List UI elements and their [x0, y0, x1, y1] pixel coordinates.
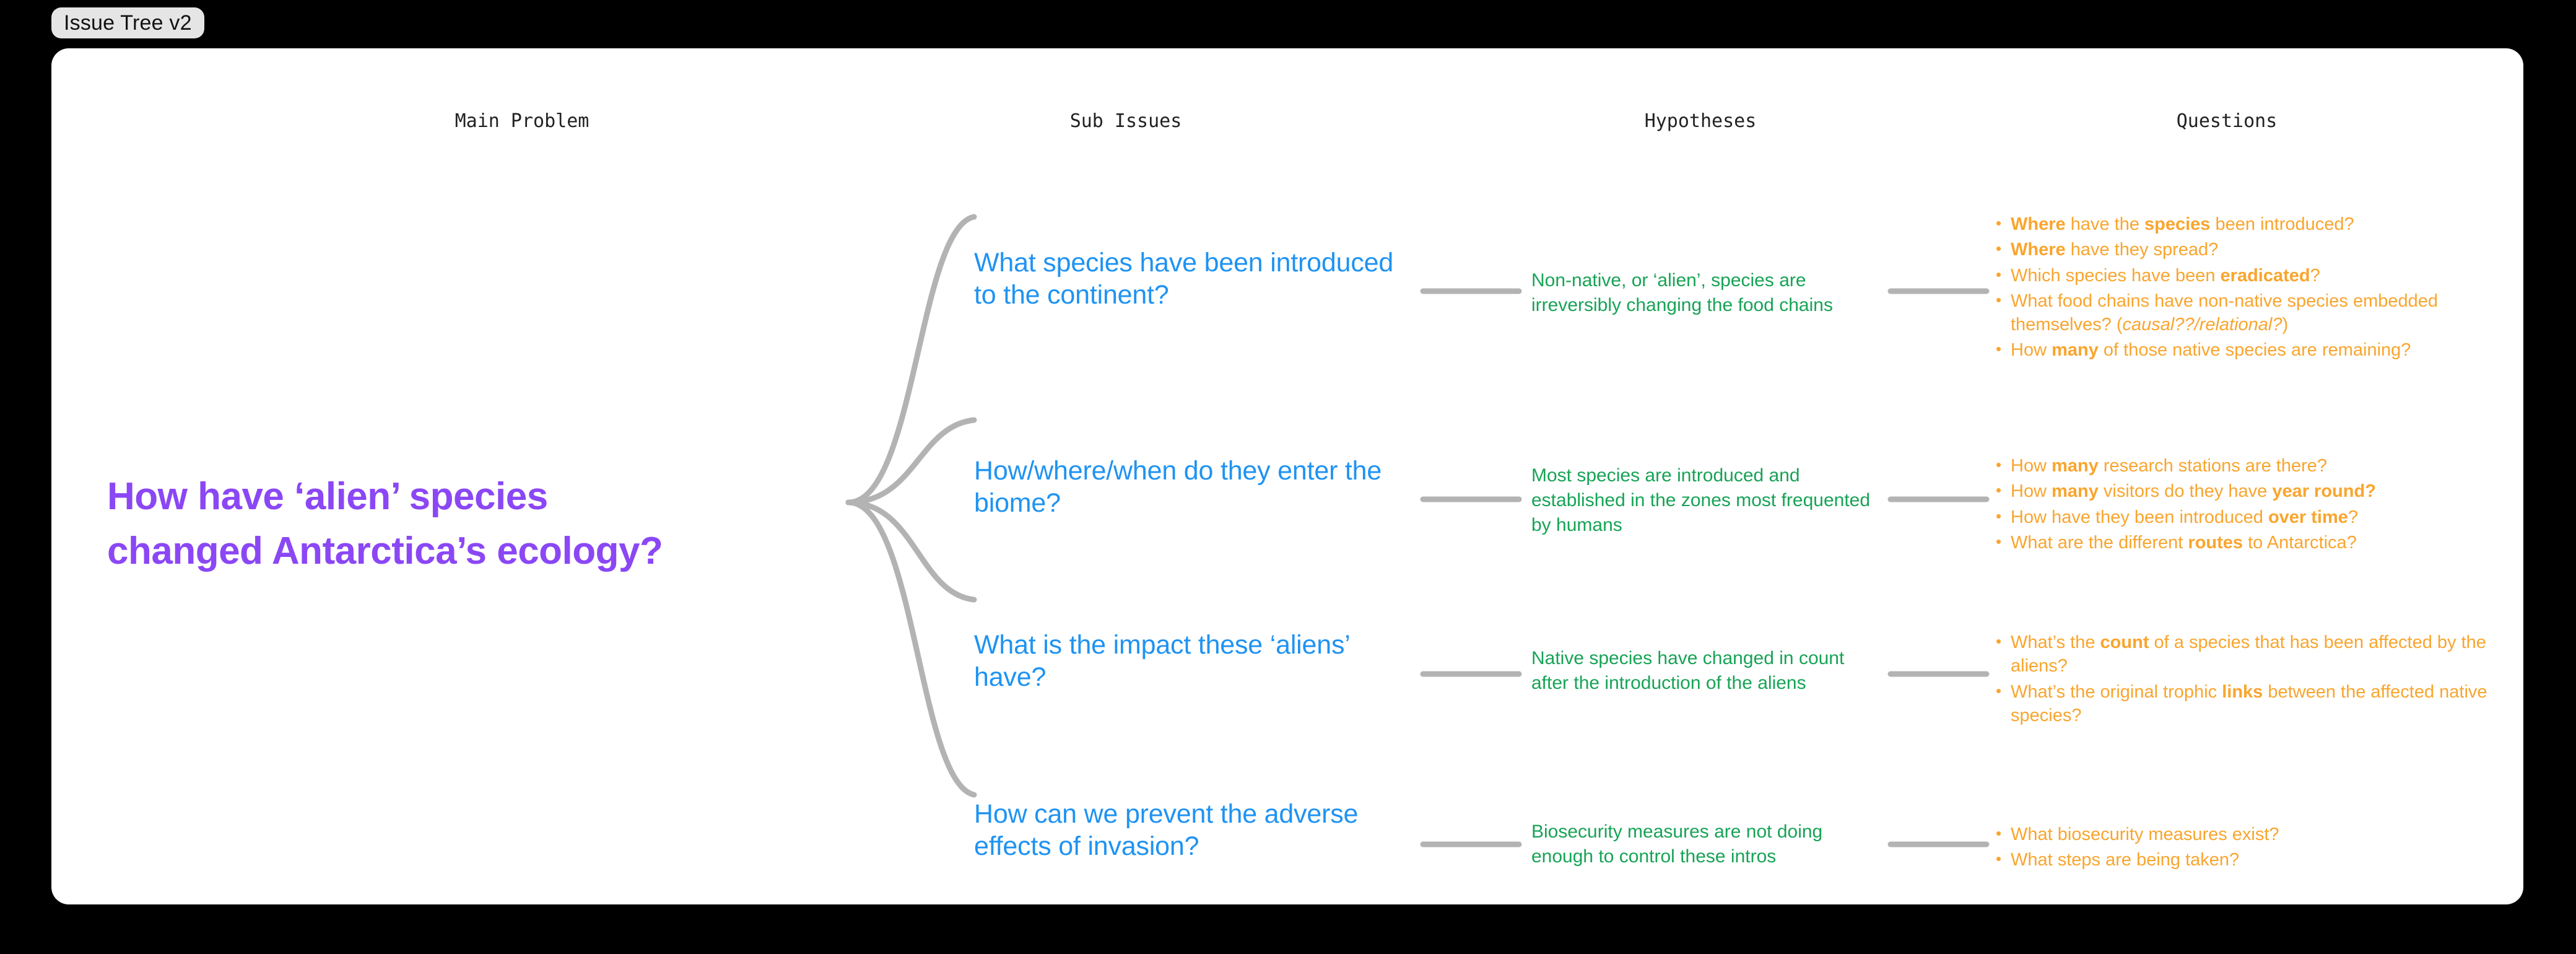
question-text: What steps are being taken?	[2011, 850, 2240, 870]
question-item[interactable]: • What steps are being taken?	[1996, 848, 2523, 872]
question-text: What’s the original trophic links betwee…	[2011, 681, 2487, 725]
question-item[interactable]: • Where have the species been introduced?	[1996, 212, 2523, 236]
question-group-3: • What’s the count of a species that has …	[1996, 631, 2523, 729]
question-group-1: • Where have the species been introduced?…	[1996, 212, 2523, 364]
sub-issue-node-1[interactable]: What species have been introduced to the…	[974, 248, 1394, 310]
question-item[interactable]: • How many of those native species are re…	[1996, 338, 2523, 362]
column-header-4: Questions	[2176, 110, 2278, 132]
question-item[interactable]: • What’s the original trophic links betwe…	[1996, 680, 2523, 728]
bullet-icon: •	[1996, 632, 2002, 650]
question-item[interactable]: • How many research stations are there?	[1996, 454, 2523, 478]
question-text: Which species have been eradicated?	[2011, 265, 2320, 286]
hypothesis-node-3[interactable]: Native species have changed in count aft…	[1531, 648, 1845, 693]
question-text: How many research stations are there?	[2011, 456, 2327, 476]
question-text: What are the different routes to Antarct…	[2011, 532, 2357, 553]
question-group-4: • What biosecurity measures exist? • What s…	[1996, 823, 2523, 874]
bullet-icon: •	[1996, 506, 2002, 525]
branch-to-sub-issue-4	[845, 499, 977, 798]
question-text: Where have the species been introduced?	[2011, 214, 2354, 234]
branch-to-sub-issue-3	[845, 499, 977, 603]
question-group-2: • How many research stations are there? • H…	[1996, 454, 2523, 556]
bullet-icon: •	[1996, 265, 2002, 284]
column-header-2: Sub Issues	[1069, 110, 1182, 132]
bullet-icon: •	[1996, 290, 2002, 309]
hypothesis-node-2[interactable]: Most species are introduced and establis…	[1531, 465, 1871, 535]
question-item[interactable]: • What are the different routes to Antarc…	[1996, 531, 2523, 554]
board-title-pill[interactable]: Issue Tree v2	[51, 7, 204, 38]
issue-tree-canvas[interactable]: Main Problem Sub Issues Hypotheses Question…	[51, 48, 2523, 904]
sub-issue-node-4[interactable]: How can we prevent the adverse effects o…	[974, 799, 1359, 862]
question-text: How many visitors do they have year roun…	[2011, 481, 2376, 502]
hypothesis-node-4[interactable]: Biosecurity measures are not doing enoug…	[1531, 821, 1823, 867]
hypothesis-node-1[interactable]: Non-native, or ‘alien’, species are irre…	[1531, 270, 1833, 315]
sub-issue-node-3[interactable]: What is the impact these ‘aliens’ have?	[974, 630, 1350, 693]
column-header-1: Main Problem	[455, 110, 590, 132]
bullet-icon: •	[1996, 481, 2002, 500]
question-item[interactable]: • How many visitors do they have year rou…	[1996, 479, 2523, 503]
bullet-icon: •	[1996, 824, 2002, 842]
question-item[interactable]: • Where have they spread?	[1996, 238, 2523, 261]
question-item[interactable]: • What food chains have non-native specie…	[1996, 289, 2523, 337]
question-item[interactable]: • What biosecurity measures exist?	[1996, 823, 2523, 846]
main-problem-node[interactable]: How have ‘alien’ species changed Antarct…	[107, 470, 850, 579]
sub-issue-node-2[interactable]: How/where/when do they enter the biome?	[974, 456, 1382, 519]
board-title-label: Issue Tree v2	[64, 11, 192, 35]
question-text: How have they been introduced over time?	[2011, 507, 2359, 527]
bullet-icon: •	[1996, 239, 2002, 258]
column-header-3: Hypotheses	[1644, 110, 1757, 132]
question-item[interactable]: • How have they been introduced over time…	[1996, 505, 2523, 529]
main-problem-line-1: How have ‘alien’ species	[107, 475, 548, 518]
question-text: What biosecurity measures exist?	[2011, 825, 2279, 844]
question-text: What’s the count of a species that has b…	[2011, 632, 2486, 676]
branch-to-sub-issue-1	[845, 214, 977, 505]
bullet-icon: •	[1996, 214, 2002, 232]
question-text: How many of those native species are rem…	[2011, 340, 2411, 361]
question-item[interactable]: • Which species have been eradicated?	[1996, 264, 2523, 287]
question-item[interactable]: • What’s the count of a species that has …	[1996, 631, 2523, 678]
bullet-icon: •	[1996, 339, 2002, 359]
bullet-icon: •	[1996, 455, 2002, 474]
bullet-icon: •	[1996, 532, 2002, 551]
bullet-icon: •	[1996, 681, 2002, 700]
main-problem-line-2: changed Antarctica’s ecology?	[107, 530, 663, 573]
bullet-icon: •	[1996, 849, 2002, 869]
question-text: What food chains have non-native species…	[2011, 291, 2438, 335]
question-text: Where have they spread?	[2011, 240, 2219, 260]
branch-to-sub-issue-2	[845, 417, 977, 505]
